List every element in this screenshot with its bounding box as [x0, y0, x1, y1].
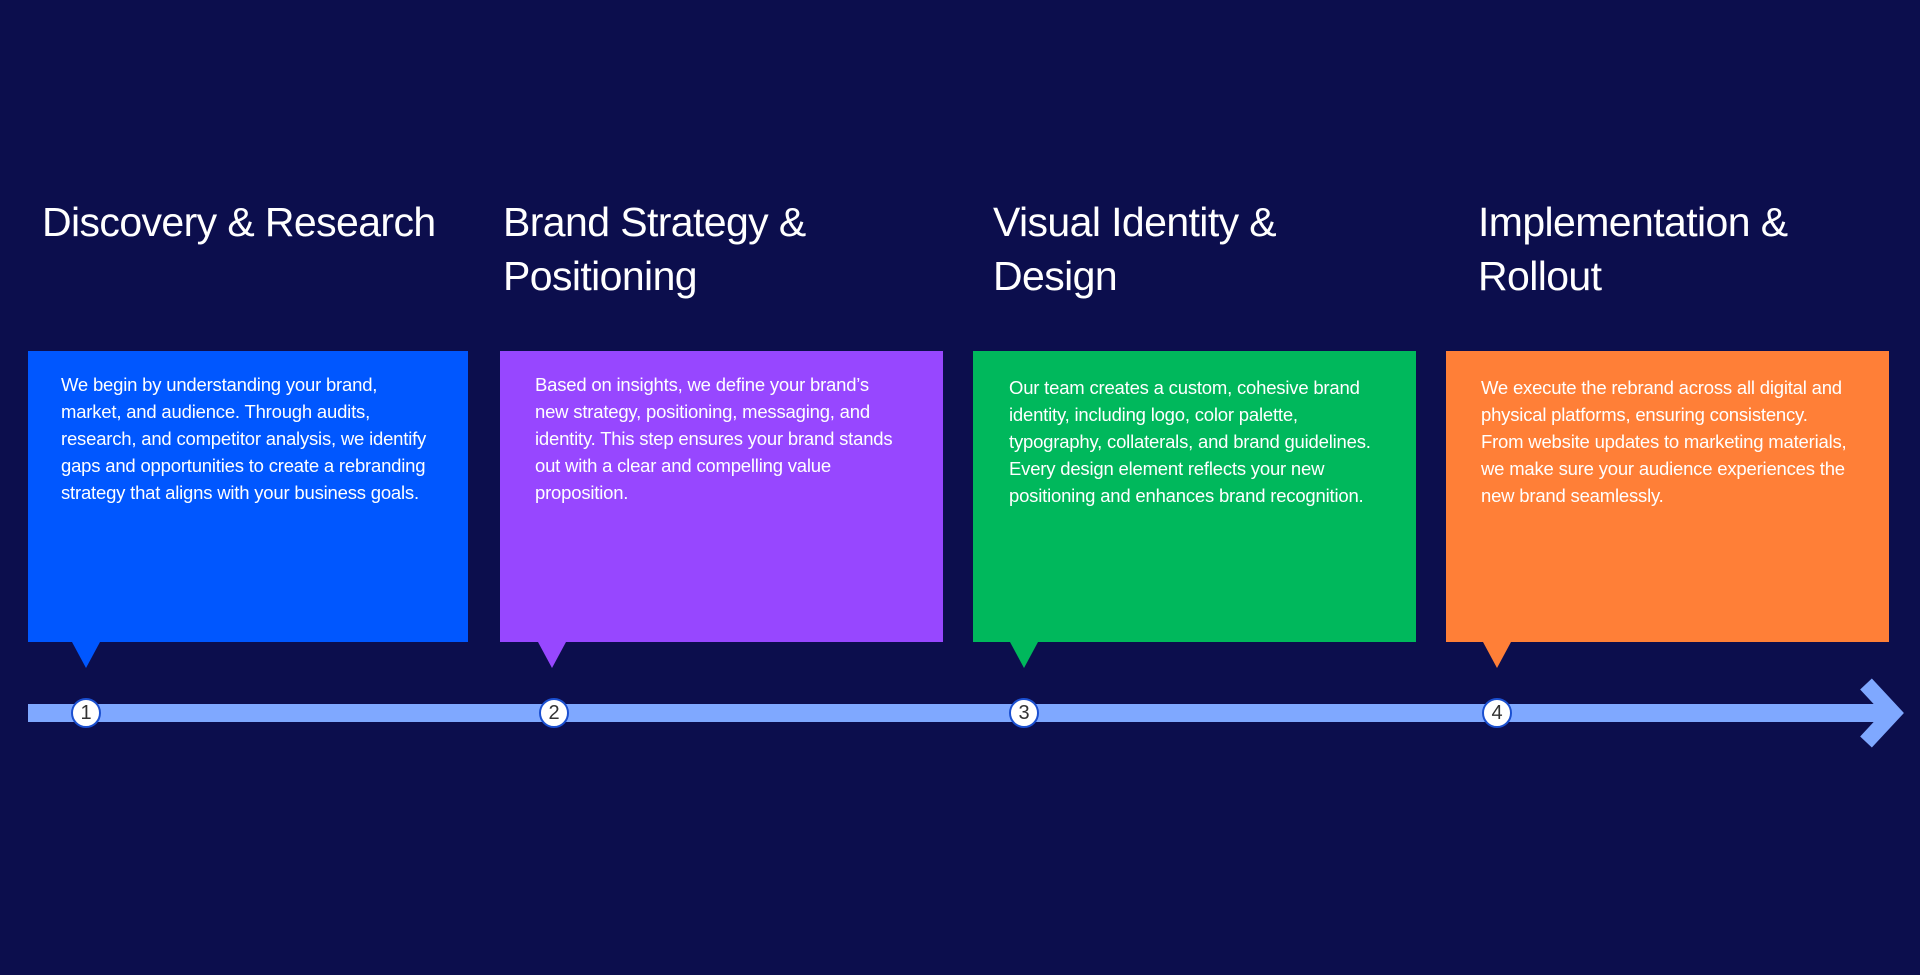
step-3-marker: 3: [1009, 698, 1039, 728]
step-1-title: Discovery & Research: [42, 199, 436, 245]
step-3-description: Our team creates a custom, cohesive bran…: [1009, 377, 1371, 506]
step-4-pointer: [1483, 642, 1511, 668]
step-4-card: We execute the rebrand across all digita…: [1446, 351, 1889, 642]
step-1-pointer: [72, 642, 100, 668]
step-4-title: Implementation & Rollout: [1478, 199, 1788, 299]
step-1-card: We begin by understanding your brand, ma…: [28, 351, 468, 642]
step-2-pointer: [538, 642, 566, 668]
step-1-description: We begin by understanding your brand, ma…: [61, 374, 427, 503]
step-3-card: Our team creates a custom, cohesive bran…: [973, 351, 1416, 642]
step-4-description: We execute the rebrand across all digita…: [1481, 377, 1847, 506]
step-1-marker: 1: [71, 698, 101, 728]
step-3-pointer: [1010, 642, 1038, 668]
step-2-card: Based on insights, we define your brand’…: [500, 351, 943, 642]
step-2-description: Based on insights, we define your brand’…: [535, 374, 893, 503]
step-4-marker: 4: [1482, 698, 1512, 728]
step-3-title: Visual Identity & Design: [993, 199, 1277, 299]
step-2-title: Brand Strategy & Positioning: [503, 199, 806, 299]
step-2-marker: 2: [539, 698, 569, 728]
